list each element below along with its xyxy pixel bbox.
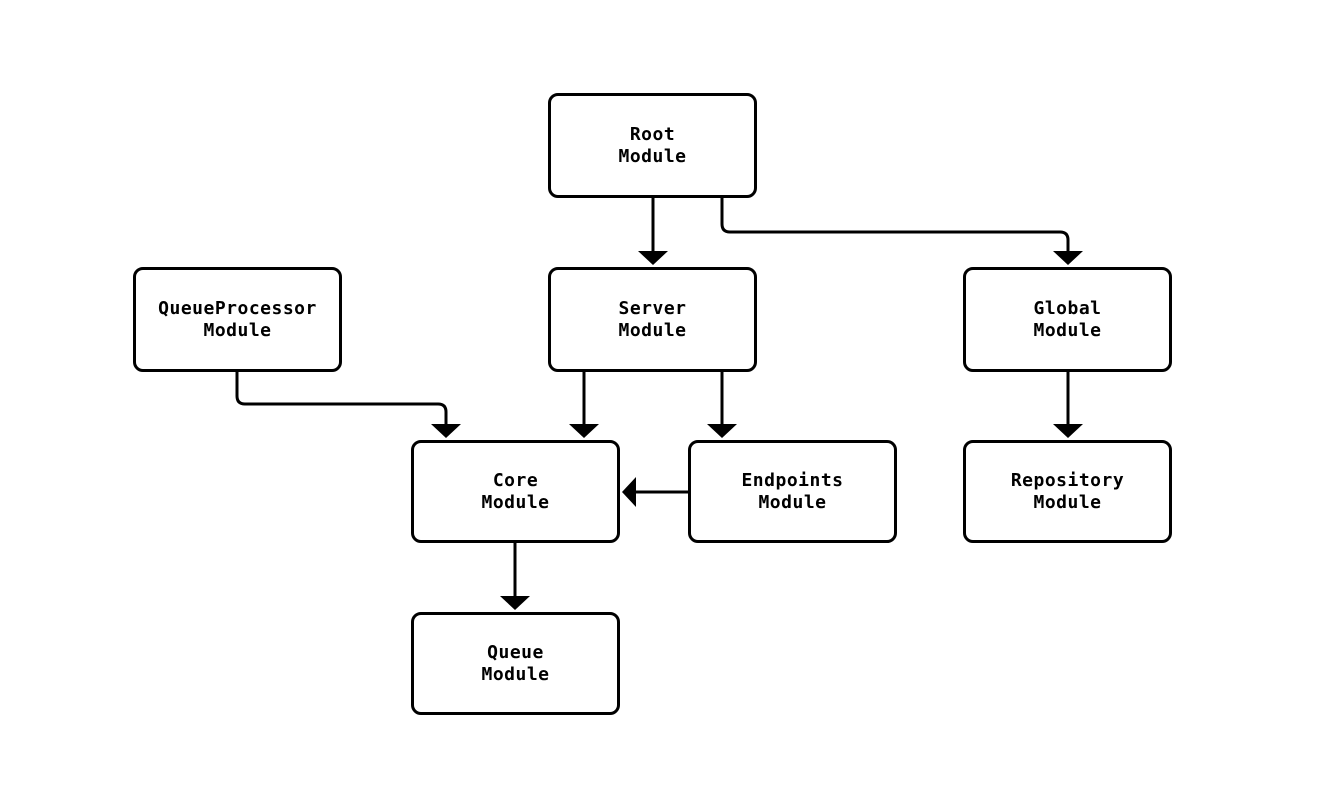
node-endpoints-label-line2: Module <box>758 491 827 513</box>
node-repository-label-line2: Module <box>1033 491 1102 513</box>
node-queue-label-line2: Module <box>481 663 550 685</box>
node-queueprocessor-module: QueueProcessor Module <box>133 267 342 372</box>
node-global-label-line1: Global <box>1033 297 1102 319</box>
node-endpoints-label-line1: Endpoints <box>741 469 844 491</box>
node-queue-label: Queue Module <box>481 642 549 686</box>
node-repository-label-line1: Repository <box>1010 469 1125 491</box>
node-queue-module: Queue Module <box>411 612 620 715</box>
node-queueprocessor-label-line2: Module <box>203 319 272 341</box>
node-queueprocessor-label: QueueProcessor Module <box>158 298 317 342</box>
node-root-label-line2: Module <box>618 145 687 167</box>
node-server-label: Server Module <box>618 298 686 342</box>
node-server-label-line2: Module <box>618 319 687 341</box>
node-global-module: Global Module <box>963 267 1172 372</box>
node-server-label-line1: Server <box>618 297 687 319</box>
node-core-label-line1: Core <box>492 469 539 491</box>
node-global-label: Global Module <box>1033 298 1101 342</box>
node-endpoints-label: Endpoints Module <box>741 470 843 514</box>
edge-queueprocessor-to-core <box>235 372 461 438</box>
node-global-label-line2: Module <box>1033 319 1102 341</box>
node-core-module: Core Module <box>411 440 620 543</box>
node-queueprocessor-label-line1: QueueProcessor <box>158 297 317 319</box>
node-root-label-line1: Root <box>629 123 676 145</box>
node-repository-module: Repository Module <box>963 440 1172 543</box>
node-endpoints-module: Endpoints Module <box>688 440 897 543</box>
node-core-label: Core Module <box>481 470 549 514</box>
node-queue-label-line1: Queue <box>487 641 544 663</box>
edge-root-to-global <box>720 198 1083 265</box>
node-root-module: Root Module <box>548 93 757 198</box>
node-server-module: Server Module <box>548 267 757 372</box>
node-root-label: Root Module <box>618 124 686 168</box>
node-core-label-line2: Module <box>481 491 550 513</box>
node-repository-label: Repository Module <box>1011 470 1124 514</box>
